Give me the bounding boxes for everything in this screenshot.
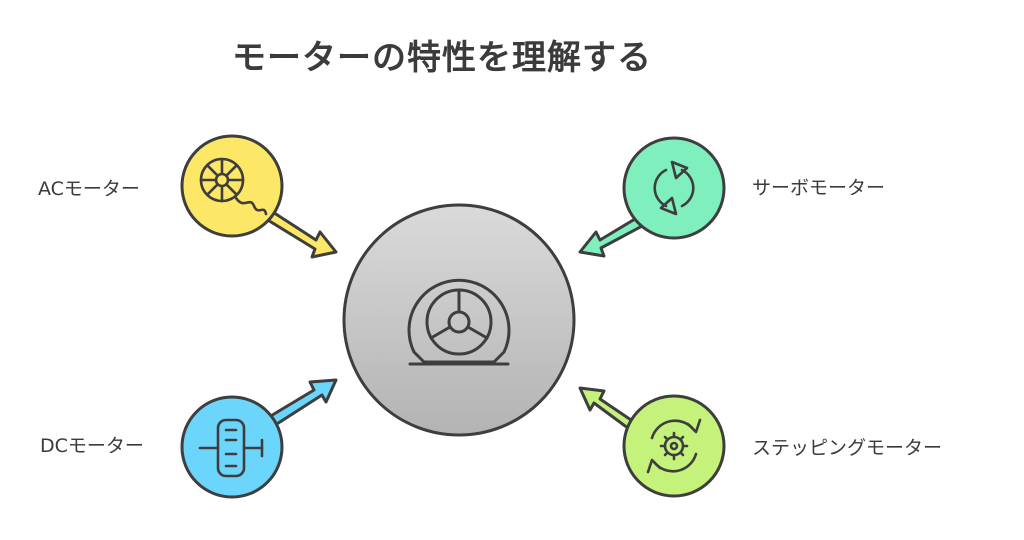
dc-motor-node (180, 378, 338, 499)
stepping-motor-label: ステッピングモーター (752, 437, 943, 459)
ac-motor-node (180, 134, 338, 259)
motor-wheel-icon (407, 278, 511, 366)
dc-motor-label: DCモーター (40, 435, 144, 457)
center-motor-node (342, 203, 576, 437)
servo-motor-node (578, 136, 726, 258)
rotation-arrows-icon (653, 160, 695, 216)
ac-motor-label: ACモーター (38, 178, 140, 200)
stepping-motor-node (578, 386, 726, 498)
ac-coil-icon (199, 157, 268, 216)
page-title: モーターの特性を理解する (232, 38, 652, 78)
dc-rotor-icon (198, 418, 264, 478)
gear-cycle-icon (646, 418, 702, 474)
servo-motor-label: サーボモーター (752, 177, 886, 199)
